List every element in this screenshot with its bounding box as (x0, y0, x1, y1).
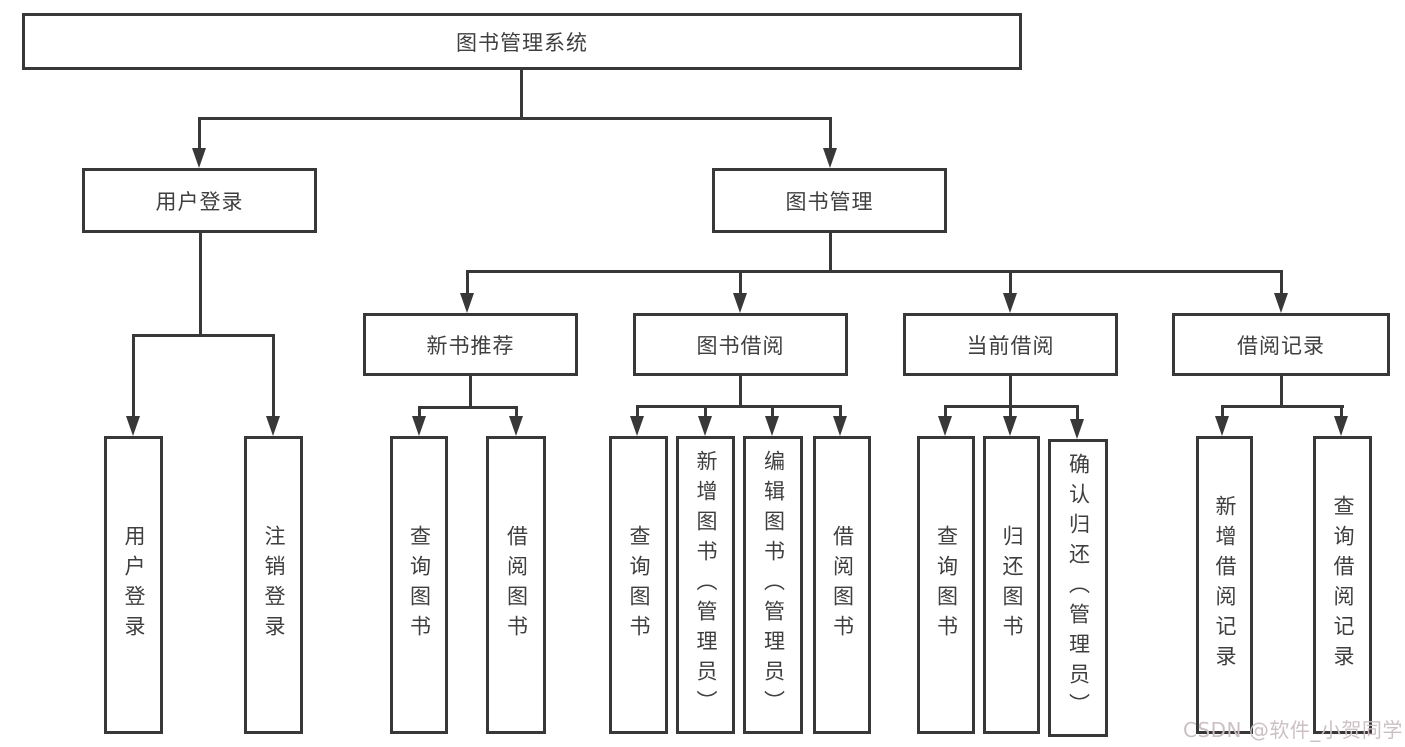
leaf-add-books-admin: 新增图书（管理员） (676, 436, 735, 734)
arrow-down-icon (192, 148, 206, 168)
connector-splitter (1221, 405, 1344, 408)
node-label: 图书管理系统 (456, 30, 588, 55)
node-borrow-records: 借阅记录 (1172, 313, 1390, 376)
connector-to-leaf (636, 405, 639, 419)
leaf-query-books-borrow: 查询图书 (609, 436, 668, 734)
leaf-label: 查询图书 (407, 525, 432, 645)
arrow-down-icon (823, 148, 837, 168)
node-new-book-recommend: 新书推荐 (363, 313, 578, 376)
arrow-down-icon (938, 416, 952, 436)
leaf-label: 新增借阅记录 (1213, 495, 1237, 675)
leaf-user-login: 用户登录 (104, 436, 163, 734)
connector-book-management-stem (829, 233, 832, 272)
leaf-borrow-books: 借阅图书 (813, 436, 871, 734)
connector-root-stem (520, 70, 523, 118)
leaf-confirm-return-admin: 确认归还（管理员） (1048, 439, 1108, 737)
connector-to-leaf (704, 405, 707, 419)
leaf-return-books: 归还图书 (983, 436, 1040, 734)
connector-to-leaf (1221, 405, 1224, 419)
leaf-label: 新增图书（管理员） (694, 450, 718, 720)
leaf-borrow-books-recommend: 借阅图书 (486, 436, 546, 734)
leaf-label: 查询借阅记录 (1331, 495, 1355, 675)
arrow-down-icon (630, 416, 644, 436)
leaf-label: 查询图书 (627, 525, 651, 645)
connector-splitter (636, 405, 842, 408)
connector-to-book-borrow (739, 270, 742, 296)
arrow-down-icon (1274, 293, 1288, 313)
connector-stem (1009, 376, 1012, 407)
csdn-watermark: CSDN @软件_小贺同学 (1183, 718, 1403, 742)
connector-level2-splitter (198, 117, 831, 120)
connector-to-leaf (771, 405, 774, 419)
node-label: 借阅记录 (1237, 333, 1325, 358)
arrow-down-icon (1003, 416, 1017, 436)
connector-to-user-login (198, 117, 201, 151)
leaf-label: 借阅图书 (504, 525, 529, 645)
connector-to-leaf (944, 405, 947, 419)
node-label: 当前借阅 (966, 333, 1055, 358)
leaf-edit-books-admin: 编辑图书（管理员） (743, 436, 803, 734)
node-label: 图书借阅 (696, 333, 785, 358)
leaf-label: 用户登录 (122, 525, 146, 645)
connector-to-leaf (1340, 405, 1343, 419)
arrow-down-icon (833, 416, 847, 436)
arrow-down-icon (765, 416, 779, 436)
connector-to-leaf (418, 406, 421, 419)
arrow-down-icon (1215, 416, 1229, 436)
connector-to-leaf (515, 406, 518, 419)
leaf-label: 确认归还（管理员） (1066, 453, 1091, 723)
arrow-down-icon (1334, 416, 1348, 436)
leaf-label: 借阅图书 (830, 525, 855, 645)
node-user-login: 用户登录 (82, 168, 317, 233)
leaf-query-books-current: 查询图书 (917, 436, 975, 734)
leaf-label: 归还图书 (1000, 525, 1024, 645)
arrow-down-icon (126, 416, 140, 436)
node-label: 图书管理 (785, 189, 874, 214)
leaf-add-borrow-record: 新增借阅记录 (1196, 436, 1253, 734)
connector-splitter (418, 406, 518, 409)
connector-to-leaf (272, 334, 275, 418)
leaf-query-books-recommend: 查询图书 (390, 436, 448, 734)
connector-stem (469, 376, 472, 408)
arrow-down-icon (733, 293, 747, 313)
arrow-down-icon (460, 293, 474, 313)
connector-user-login-splitter (132, 334, 274, 337)
connector-level3-splitter (466, 270, 1282, 273)
leaf-query-borrow-record: 查询借阅记录 (1313, 436, 1372, 734)
node-current-borrow: 当前借阅 (903, 313, 1118, 376)
node-label: 用户登录 (155, 189, 244, 214)
connector-to-book-management (829, 117, 832, 151)
leaf-logout: 注销登录 (244, 436, 303, 734)
arrow-down-icon (509, 416, 523, 436)
node-book-management: 图书管理 (712, 168, 947, 233)
arrow-down-icon (266, 416, 280, 436)
connector-stem (1280, 376, 1283, 407)
arrow-down-icon (412, 416, 426, 436)
connector-stem (739, 376, 742, 407)
node-library-system: 图书管理系统 (22, 13, 1022, 70)
arrow-down-icon (698, 416, 712, 436)
node-label: 新书推荐 (426, 333, 515, 358)
arrow-down-icon (1003, 293, 1017, 313)
leaf-label: 注销登录 (262, 525, 286, 645)
leaf-label: 编辑图书（管理员） (761, 450, 786, 720)
node-book-borrow: 图书借阅 (633, 313, 848, 376)
connector-to-new-book (466, 270, 469, 296)
connector-to-borrow-records (1280, 270, 1283, 296)
connector-to-leaf (1009, 405, 1012, 419)
connector-to-leaf (1076, 405, 1079, 419)
arrow-down-icon (1070, 419, 1084, 439)
leaf-label: 查询图书 (934, 525, 959, 645)
connector-to-leaf (132, 334, 135, 418)
connector-to-current-borrow (1009, 270, 1012, 296)
connector-user-login-stem (199, 233, 202, 336)
connector-to-leaf (839, 405, 842, 419)
